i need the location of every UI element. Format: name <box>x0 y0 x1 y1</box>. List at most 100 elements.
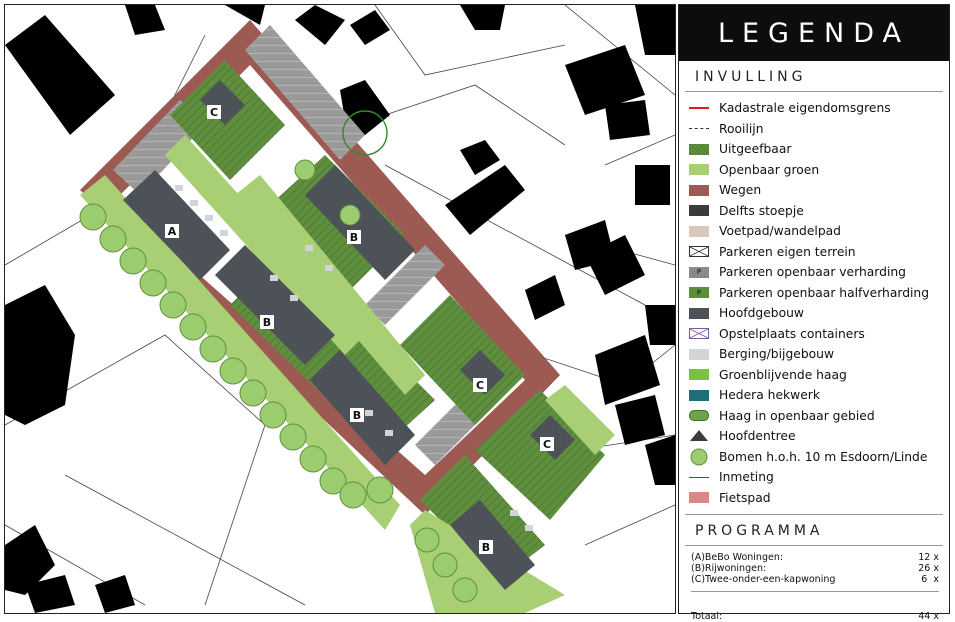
legend-item: Delfts stoepje <box>689 201 949 222</box>
label-c2: C <box>473 378 487 392</box>
legend-item: Hoofdgebouw <box>689 303 949 324</box>
section-invulling-title: INVULLING <box>685 61 943 92</box>
svg-text:A: A <box>168 225 177 238</box>
legend-item-label: Berging/bijgebouw <box>719 347 834 362</box>
legend-swatch <box>689 205 709 217</box>
svg-text:B: B <box>263 316 271 329</box>
site-plan-map[interactable]: A B B B B C C C <box>4 4 676 614</box>
legend-item-label: Parkeren eigen terrein <box>719 244 856 259</box>
programma-count: 6 x <box>921 574 939 585</box>
legend-item: Hedera hekwerk <box>689 385 949 406</box>
legend-item-label: Opstelplaats containers <box>719 326 865 341</box>
block-b2 <box>305 165 415 280</box>
legend-item: Groenblijvende haag <box>689 365 949 386</box>
programma-count: 12 x <box>918 552 939 563</box>
legend-item: Openbaar groen <box>689 160 949 181</box>
legend-item: Rooilijn <box>689 119 949 140</box>
legend-swatch <box>689 246 709 258</box>
block-labels: A B B B B C C C <box>165 105 554 554</box>
legend-item-label: Rooilijn <box>719 121 764 136</box>
existing-tree-circle <box>342 110 388 156</box>
legend-item-label: Fietspad <box>719 490 771 505</box>
legend-item-label: Hoofdgebouw <box>719 306 804 321</box>
legend-item: Voetpad/wandelpad <box>689 221 949 242</box>
legend-item-label: Delfts stoepje <box>719 203 804 218</box>
label-b4: B <box>479 540 493 554</box>
legend-swatch <box>689 430 709 442</box>
legend-item-label: Hedera hekwerk <box>719 388 820 403</box>
legend-swatch <box>689 348 709 360</box>
legend-item-label: Voetpad/wandelpad <box>719 224 841 239</box>
block-b1 <box>215 245 335 365</box>
svg-text:B: B <box>350 231 358 244</box>
legend-title: LEGENDA <box>679 5 949 61</box>
legend-item: Hoofdentree <box>689 426 949 447</box>
programma-total-label: Totaal: <box>691 611 723 622</box>
legend-item-label: Parkeren openbaar halfverharding <box>719 285 930 300</box>
legend-swatch <box>689 410 709 422</box>
legend-item: P Parkeren openbaar halfverharding <box>689 283 949 304</box>
legend-item-label: Groenblijvende haag <box>719 367 847 382</box>
legend-swatch: P <box>689 287 709 299</box>
legend-swatch <box>689 107 709 110</box>
legend-item-label: Openbaar groen <box>719 162 820 177</box>
public-green <box>80 135 615 613</box>
house-c1 <box>200 80 245 125</box>
legend-item: Inmeting <box>689 467 949 488</box>
legend-swatch <box>689 164 709 176</box>
label-b1: B <box>260 315 274 329</box>
legend-swatch <box>689 128 709 130</box>
legend-item: Fietspad <box>689 488 949 509</box>
legend-item-label: Kadastrale eigendomsgrens <box>719 101 891 116</box>
svg-text:C: C <box>543 438 551 451</box>
programma-table: (A)BeBo Woningen: 12 x(B)Rijwoningen:26 x… <box>679 546 949 622</box>
legend-item: Opstelplaats containers <box>689 324 949 345</box>
legend-item-label: Wegen <box>719 183 762 198</box>
programma-total-count: 44 x <box>918 611 939 622</box>
label-b2: B <box>347 230 361 244</box>
legend-swatch <box>689 369 709 381</box>
legend-item: Berging/bijgebouw <box>689 344 949 365</box>
block-b3 <box>310 350 415 465</box>
section-programma-title: PROGRAMMA <box>685 514 943 546</box>
legend-item-label: Hoofdentree <box>719 429 796 444</box>
svg-text:B: B <box>482 541 490 554</box>
legend-swatch <box>689 225 709 237</box>
programma-label: (B)Rijwoningen: <box>691 563 767 574</box>
label-b3: B <box>350 408 364 422</box>
legend-swatch <box>689 389 709 401</box>
sheds <box>175 185 533 531</box>
legend-swatch <box>689 184 709 196</box>
svg-text:C: C <box>210 106 218 119</box>
svg-text:B: B <box>353 409 361 422</box>
programma-total-row: Totaal: 44 x <box>691 611 939 622</box>
existing-buildings <box>5 5 675 613</box>
legend-panel: LEGENDA INVULLING Kadastrale eigendomsgr… <box>678 4 950 622</box>
legend-item: Wegen <box>689 180 949 201</box>
legend-item: Kadastrale eigendomsgrens <box>689 98 949 119</box>
legend-item-label: Parkeren openbaar verharding <box>719 265 906 280</box>
legend-item-label: Uitgeefbaar <box>719 142 792 157</box>
programma-label: (C)Twee-onder-een-kapwoning <box>691 574 836 585</box>
programma-row: (B)Rijwoningen:26 x <box>691 563 939 574</box>
legend-swatch <box>689 448 709 466</box>
legend-item: P Parkeren openbaar verharding <box>689 262 949 283</box>
legend-swatch <box>689 307 709 319</box>
legend-item-label: Bomen h.o.h. 10 m Esdoorn/Linde <box>719 449 928 464</box>
legend-item: Haag in openbaar gebied <box>689 406 949 427</box>
legend-swatch <box>689 492 709 504</box>
legend-swatch <box>689 143 709 155</box>
legend-swatch <box>689 328 709 340</box>
programma-row: (A)BeBo Woningen: 12 x <box>691 552 939 563</box>
house-c2 <box>460 350 505 395</box>
legend-item: Bomen h.o.h. 10 m Esdoorn/Linde <box>689 447 949 468</box>
legend-item: Parkeren eigen terrein <box>689 242 949 263</box>
programma-label: (A)BeBo Woningen: <box>691 552 784 563</box>
label-c1: C <box>207 105 221 119</box>
legend-swatch: P <box>689 266 709 278</box>
legend-item-label: Inmeting <box>719 470 774 485</box>
svg-text:C: C <box>476 379 484 392</box>
programma-row: (C)Twee-onder-een-kapwoning 6 x <box>691 574 939 585</box>
legend-item: Uitgeefbaar <box>689 139 949 160</box>
